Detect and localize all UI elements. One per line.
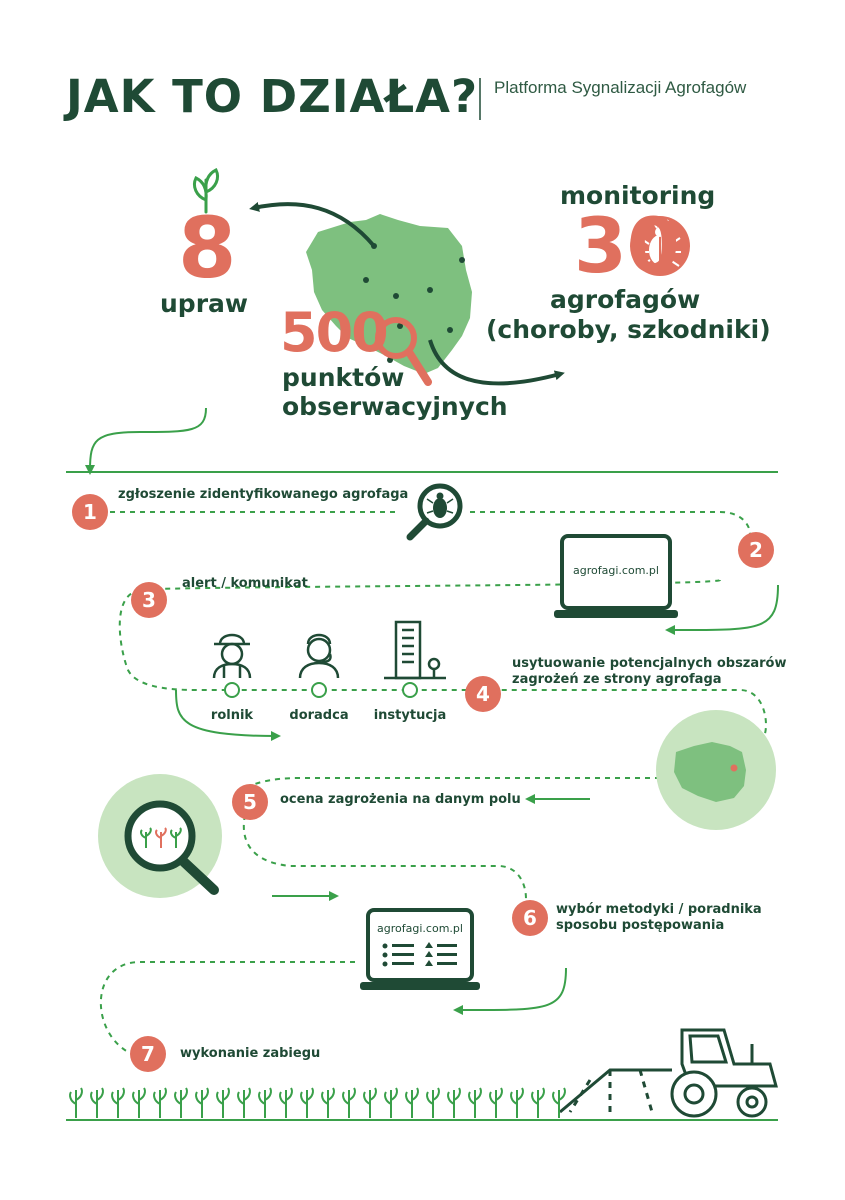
threat-area-map <box>656 710 776 830</box>
sprout-icon <box>192 167 220 214</box>
crop-sprout-icon <box>90 1087 104 1118</box>
crop-sprout-icon <box>531 1087 545 1118</box>
arrow-to-pests <box>428 339 565 386</box>
arrow-to-step7 <box>453 967 567 1016</box>
step-3-text: alert / komunikat <box>182 576 308 591</box>
role-farmer-label: rolnik <box>210 708 254 723</box>
step-6-text-1: wybór metodyki / poradnika <box>556 902 762 917</box>
tractor-sprayer-icon <box>559 1028 778 1118</box>
crop-sprout-icon <box>384 1087 398 1118</box>
step-6-badge: 6 <box>512 900 548 936</box>
institution-icon <box>384 620 446 680</box>
step-3-badge: 3 <box>131 582 167 618</box>
step-1-badge: 1 <box>72 494 108 530</box>
crop-sprout-icon <box>153 1087 167 1118</box>
arrow-to-crops <box>249 202 376 248</box>
pests-label-2: (choroby, szkodniki) <box>486 315 771 344</box>
crop-sprout-icon <box>489 1087 503 1118</box>
step-7-badge: 7 <box>130 1036 166 1072</box>
pests-label-1: agrofagów <box>550 285 701 314</box>
step-2-badge: 2 <box>738 532 774 568</box>
crop-sprout-icon <box>363 1087 377 1118</box>
crop-sprout-icon <box>468 1087 482 1118</box>
step-4-text-1: usytuowanie potencjalnych obszarów <box>512 656 787 671</box>
crop-sprout-icon <box>300 1087 314 1118</box>
crop-sprout-icon <box>174 1087 188 1118</box>
crop-sprout-icon <box>258 1087 272 1118</box>
crop-sprout-icon <box>132 1087 146 1118</box>
page-title: JAK TO DZIAŁA? <box>66 70 479 123</box>
crop-sprout-icon <box>216 1087 230 1118</box>
laptop-icon-1 <box>554 534 678 618</box>
crop-row <box>69 1087 566 1118</box>
step-6-text-2: sposobu postępowania <box>556 918 725 933</box>
role-advisor-label: doradca <box>289 708 349 723</box>
crop-sprout-icon <box>342 1087 356 1118</box>
crop-sprout-icon <box>510 1087 524 1118</box>
step-6-url: agrofagi.com.pl <box>377 922 463 935</box>
arrow-step2-to-3 <box>665 584 779 636</box>
points-number: 500 <box>280 301 389 364</box>
step-4-badge: 4 <box>465 676 501 712</box>
step-2-url: agrofagi.com.pl <box>573 564 659 577</box>
crops-number: 8 <box>178 199 237 297</box>
pest-magnifier-icon <box>406 483 463 541</box>
pests-number: 30 <box>574 201 680 290</box>
crop-sprout-icon <box>552 1087 566 1118</box>
page-subtitle: Platforma Sygnalizacji Agrofagów <box>494 78 747 97</box>
arrow-roles <box>175 689 281 741</box>
advisor-icon <box>298 633 340 679</box>
step-1-text: zgłoszenie zidentyfikowanego agrofaga <box>118 487 409 502</box>
farmer-icon <box>212 633 252 679</box>
magnifier-icon <box>375 317 432 386</box>
beetle-icon <box>630 216 690 276</box>
crop-sprout-icon <box>426 1087 440 1118</box>
field-magnifier-icon <box>98 774 222 898</box>
step-5-text: ocena zagrożenia na danym polu <box>280 792 521 807</box>
flow-entry-arrow <box>85 407 207 475</box>
laptop-icon-2 <box>360 908 480 990</box>
points-label-1: punktów <box>282 363 405 392</box>
step-5-badge: 5 <box>232 784 268 820</box>
crop-sprout-icon <box>111 1087 125 1118</box>
crop-sprout-icon <box>237 1087 251 1118</box>
poland-map <box>306 214 472 374</box>
crop-sprout-icon <box>195 1087 209 1118</box>
crops-label: upraw <box>160 289 248 318</box>
crop-sprout-icon <box>279 1087 293 1118</box>
step-7-text: wykonanie zabiegu <box>180 1046 321 1061</box>
role-nodes <box>224 682 418 698</box>
role-institution-label: instytucja <box>373 708 447 723</box>
crop-sprout-icon <box>321 1087 335 1118</box>
crop-sprout-icon <box>69 1087 83 1118</box>
crop-sprout-icon <box>405 1087 419 1118</box>
monitoring-label: monitoring <box>560 181 716 210</box>
crop-sprout-icon <box>447 1087 461 1118</box>
points-label-2: obserwacyjnych <box>282 392 508 421</box>
step-4-text-2: zagrożeń ze strony agrofaga <box>512 672 722 687</box>
